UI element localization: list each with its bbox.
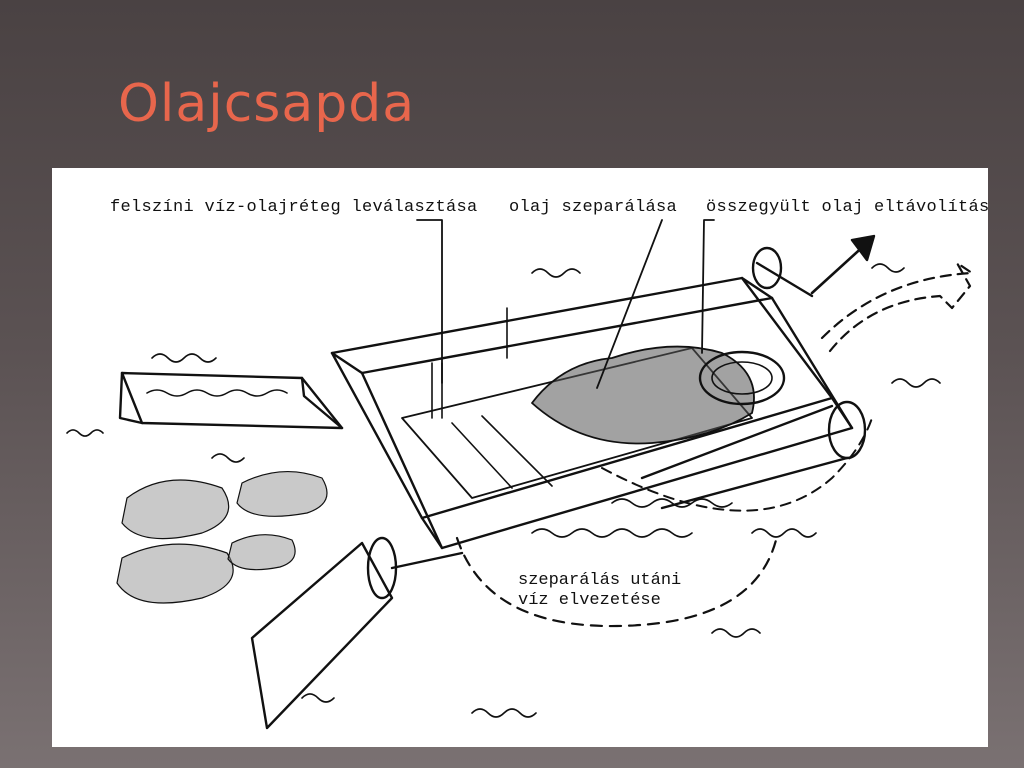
label-water-drain-1: szeparálás utáni — [518, 571, 682, 590]
inlet-cone — [250, 541, 394, 730]
oil-slick — [121, 479, 230, 540]
oil-mass — [531, 345, 755, 445]
label-oil-removal: összegyült olaj eltávolítása — [706, 198, 988, 217]
oil-skimmer-drawing — [66, 219, 974, 730]
water-out-arrow — [820, 261, 974, 353]
oil-out-arrow — [810, 241, 869, 295]
label-surface-layer: felszíni víz-olajréteg leválasztása — [110, 198, 478, 217]
label-water-drain-2: víz elvezetése — [518, 591, 661, 610]
collector-drum — [698, 350, 786, 406]
leader-separation — [596, 219, 663, 389]
slide-title: Olajcsapda — [118, 74, 416, 134]
label-oil-separation: olaj szeparálása — [509, 198, 678, 217]
drain-callout-oval — [455, 534, 779, 628]
leader-surface — [416, 219, 443, 384]
diagram-panel: felszíni víz-olajréteg leválasztása olaj… — [52, 168, 988, 747]
leader-removal — [701, 219, 715, 354]
